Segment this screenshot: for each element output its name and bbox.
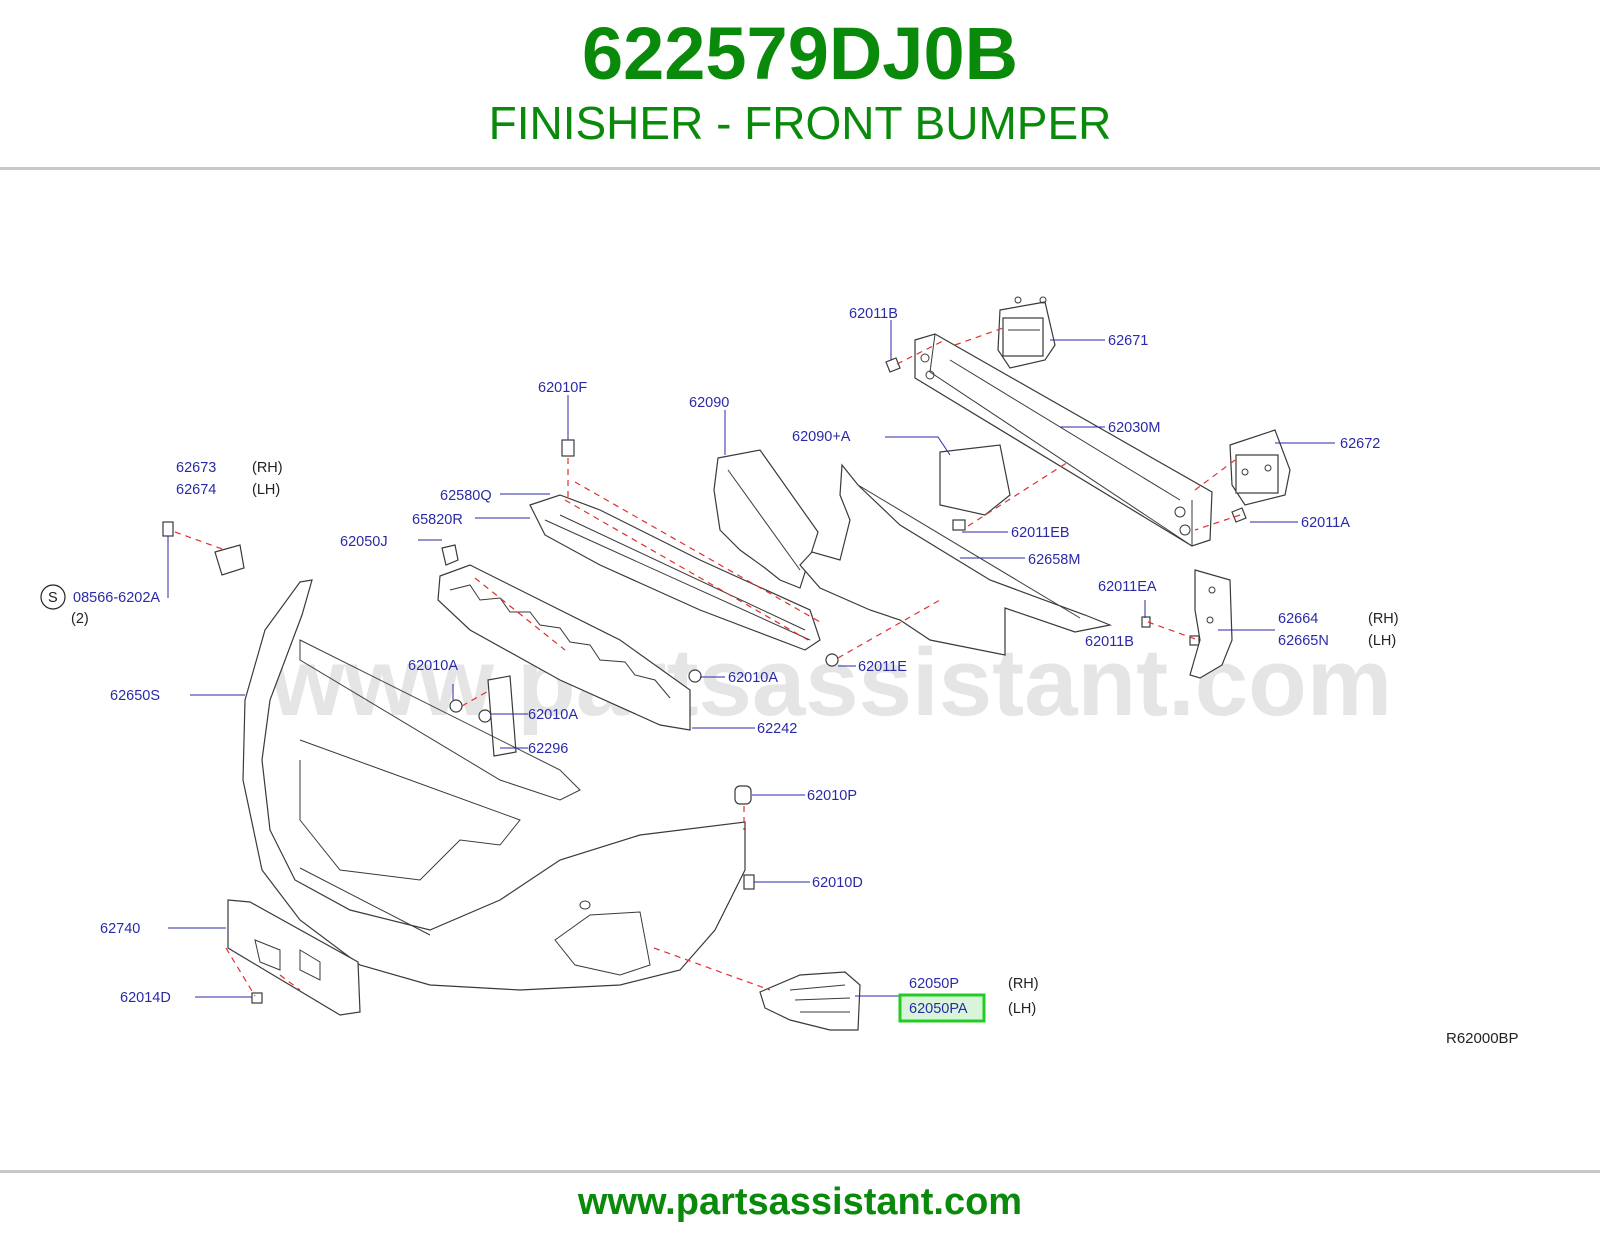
side-lh-3: (LH) [1008,1001,1036,1017]
diagram-svg: www.partsassistant.com [40,296,1519,1047]
side-bracket-62664-62665n [1189,569,1233,679]
bolt-62011eb [952,519,966,531]
label-62650s[interactable]: 62650S [110,688,160,704]
label-62664[interactable]: 62664 [1278,611,1318,627]
label-62296[interactable]: 62296 [528,741,568,757]
label-62090a[interactable]: 62090+A [792,429,851,445]
label-62011a[interactable]: 62011A [1301,515,1350,531]
label-62010a-3[interactable]: 62010A [728,670,778,686]
label-62050j[interactable]: 62050J [340,534,388,550]
clip-62011e [825,653,839,667]
label-62665n[interactable]: 62665N [1278,633,1329,649]
side-rh-3: (RH) [1008,976,1039,992]
svg-text:S: S [48,590,58,606]
bracket-62296 [487,675,517,757]
label-62010a-1[interactable]: 62010A [408,658,458,674]
reinforcement-beam-62030m [914,333,1213,547]
part-number-title: 622579DJ0B [581,12,1019,95]
deflector-62090 [713,449,819,589]
clip-62010p [734,785,752,805]
s-symbol: S [40,584,66,610]
highlight-box-62050pa [898,993,986,1023]
finisher-62050p-62050pa [759,971,861,1031]
bolt-62011ea [1141,616,1151,628]
clip-62010a-1 [449,699,463,713]
label-62673[interactable]: 62673 [176,460,216,476]
upper-grille-62580q [529,494,821,651]
side-lh-2: (LH) [1368,633,1396,649]
diagram-code: R62000BP [1446,1030,1519,1047]
label-08566-6202a[interactable]: 08566-6202A [73,590,160,606]
label-62010p[interactable]: 62010P [807,788,857,804]
label-62011ea[interactable]: 62011EA [1098,579,1157,595]
label-62011b-top[interactable]: 62011B [849,306,898,322]
label-62010a-2[interactable]: 62010A [528,707,578,723]
screw-62014d [251,992,263,1004]
deflector-62658m [799,463,1113,656]
label-65820r[interactable]: 65820R [412,512,463,528]
label-62010f[interactable]: 62010F [538,380,587,396]
bracket-62671 [997,296,1056,369]
label-62740[interactable]: 62740 [100,921,140,937]
label-quantity-2: (2) [71,611,89,627]
bolt-62011b-top [885,320,901,373]
label-62011b-mid[interactable]: 62011B [1085,634,1134,650]
label-62671[interactable]: 62671 [1108,333,1148,349]
clip-62010d [743,874,755,890]
label-62090[interactable]: 62090 [689,395,729,411]
header-divider [0,167,1600,170]
side-rh-2: (RH) [1368,611,1399,627]
bracket-62672 [1229,429,1291,506]
clip-62010a-3 [688,669,702,683]
label-62011eb[interactable]: 62011EB [1011,525,1070,541]
bolt-62011b-mid [1189,635,1200,646]
label-62014d[interactable]: 62014D [120,990,171,1006]
assembly-dash-lines [225,327,1241,997]
absorber-62090a [939,444,1011,516]
label-62010d[interactable]: 62010D [812,875,863,891]
clip-62010a-2 [478,709,492,723]
leader-lines [168,339,1335,998]
label-62672[interactable]: 62672 [1340,436,1380,452]
part-name-subtitle: FINISHER - FRONT BUMPER [488,97,1112,149]
label-62030m[interactable]: 62030M [1108,420,1160,436]
plate-bracket-62740 [227,899,361,1016]
label-62580q[interactable]: 62580Q [440,488,492,504]
bracket-62673-62674 [174,531,245,576]
label-62011e[interactable]: 62011E [858,659,907,675]
lower-grille-62242 [437,564,691,731]
footer-divider [0,1170,1600,1173]
part-labels: 62011B 62671 62010F 62090 62030M 62090+A… [40,306,1519,1047]
clip-62010f [561,395,575,457]
bolt-08566 [162,521,174,598]
bracket-62050j [441,544,459,566]
label-62242[interactable]: 62242 [757,721,797,737]
parts-diagram: www.partsassistant.com [0,172,1600,1168]
bumper-fascia-62650s [242,579,746,991]
label-62658m[interactable]: 62658M [1028,552,1080,568]
label-62050pa[interactable]: 62050PA [909,1001,968,1017]
page-header: 622579DJ0B FINISHER - FRONT BUMPER [0,0,1600,170]
label-62050p[interactable]: 62050P [909,976,959,992]
side-lh-1: (LH) [252,482,280,498]
label-62674[interactable]: 62674 [176,482,216,498]
footer-url[interactable]: www.partsassistant.com [577,1181,1023,1223]
side-rh-1: (RH) [252,460,283,476]
